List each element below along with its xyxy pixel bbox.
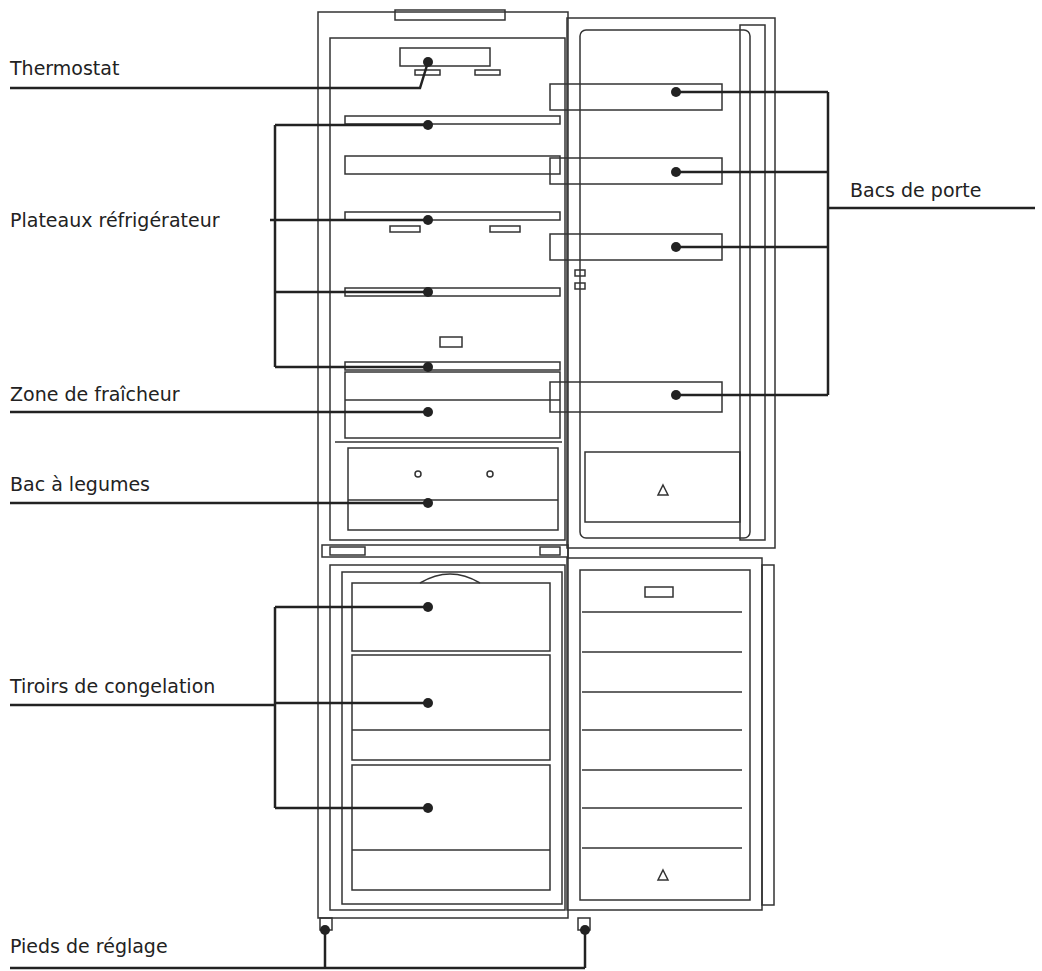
- part-label: Tiroirs de congelation: [10, 674, 215, 698]
- part-label: Plateaux réfrigérateur: [10, 208, 220, 232]
- part-label: Bac à legumes: [10, 472, 150, 496]
- part-label: Bacs de porte: [850, 178, 982, 202]
- part-label: Zone de fraîcheur: [10, 382, 180, 406]
- part-label: Thermostat: [10, 56, 119, 80]
- part-label: Pieds de réglage: [10, 934, 168, 958]
